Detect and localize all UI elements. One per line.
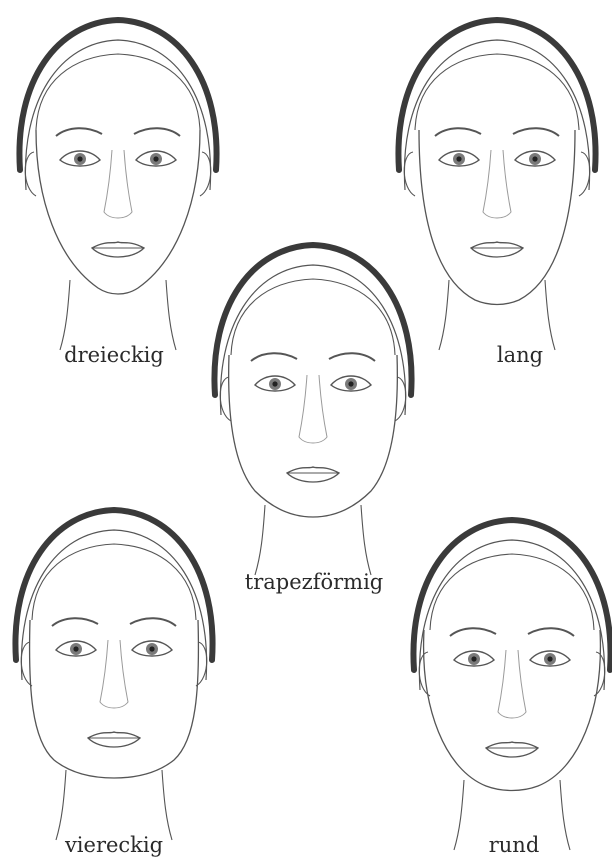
left-pupil [73,646,78,651]
jaw-outline [36,130,200,294]
hair-outline [15,510,212,660]
neck-left [439,280,449,350]
headband-inner [220,265,405,415]
mouth [287,467,339,482]
headband-inner [404,40,589,190]
caption-viereckig: viereckig [14,833,214,857]
right-eyebrow [134,128,180,136]
right-eyebrow [528,628,574,636]
headband-inner [25,40,210,190]
right-eyebrow [130,618,176,626]
caption-trapezfoermig: trapezförmig [214,570,414,594]
jaw-outline [229,355,398,517]
jaw-outline [424,630,601,791]
right-pupil [149,646,154,651]
face-rund [413,520,610,850]
neck-left [56,770,66,840]
right-pupil [153,156,158,161]
caption-lang: lang [420,343,612,367]
left-ear [404,152,415,196]
left-pupil [272,381,277,386]
left-eyebrow [52,618,98,626]
left-eyebrow [450,628,496,636]
left-pupil [456,156,461,161]
neck-left [60,280,70,350]
left-pupil [471,656,476,661]
nose [498,650,526,718]
face-dreieckig [19,20,216,350]
headband-inner [21,530,206,680]
caption-dreieckig: dreieckig [14,343,214,367]
mouth [92,242,144,257]
caption-rund: rund [414,833,612,857]
headband-inner [419,540,604,690]
right-eyebrow [329,353,375,361]
mouth [88,732,140,747]
face-lang [398,20,595,350]
right-ear [579,152,590,196]
left-eyebrow [56,128,102,136]
face-viereckig [15,510,212,840]
neck-right [162,770,172,840]
right-eyebrow [513,128,559,136]
hair-outline [214,245,411,395]
hair-outline [413,520,610,670]
left-eyebrow [435,128,481,136]
left-pupil [77,156,82,161]
face-trapez [214,245,411,575]
right-pupil [348,381,353,386]
neck-right [166,280,176,350]
right-pupil [547,656,552,661]
neck-right [545,280,555,350]
nose [104,150,132,218]
neck-right [361,505,371,575]
mouth [486,742,538,757]
mouth [471,242,523,257]
nose [483,150,511,218]
hair-outline [19,20,216,170]
nose [100,640,128,708]
left-ear [25,152,36,196]
jaw-outline [30,620,199,778]
right-pupil [532,156,537,161]
right-ear [200,152,211,196]
nose [299,375,327,443]
left-eyebrow [251,353,297,361]
neck-left [255,505,265,575]
hair-outline [398,20,595,170]
